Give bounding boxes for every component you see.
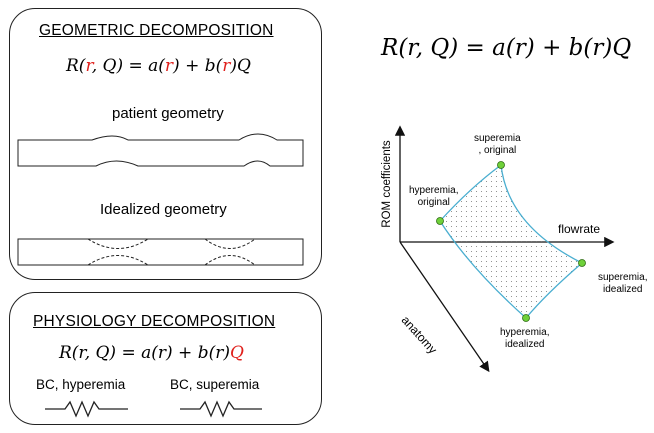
bc-superemia-label: BC, superemia <box>170 377 260 392</box>
label-superemia-original: superemia, original <box>474 133 521 156</box>
point-hyperemia-original <box>436 217 444 225</box>
geometric-equation: R(r, Q) = a(r) + b(r)Q <box>66 56 251 76</box>
resistor-superemia <box>180 400 262 418</box>
patient-geometry-vessel <box>17 133 304 167</box>
point-superemia-idealized <box>578 259 586 267</box>
label-hyperemia-idealized: hyperemia,idealized <box>500 327 550 350</box>
idealized-stenosis-top-2 <box>204 238 256 249</box>
main-equation: R(r, Q) = a(r) + b(r)Q <box>381 35 632 61</box>
physiology-decomposition-panel <box>9 292 322 425</box>
bc-hyperemia-label: BC, hyperemia <box>36 377 126 392</box>
resistor-hyperemia <box>45 400 128 418</box>
idealized-stenosis-bottom-2 <box>204 255 256 266</box>
idealized-geometry-vessel <box>17 238 304 266</box>
y-axis-label: ROM coefficients <box>381 140 393 228</box>
physiology-equation: R(r, Q) = a(r) + b(r)Q <box>59 343 244 363</box>
idealized-stenosis-top-1 <box>87 238 149 249</box>
idealized-stenosis-bottom-1 <box>87 255 149 266</box>
x-axis-label: flowrate <box>558 222 601 236</box>
patient-geometry-label: patient geometry <box>112 105 224 122</box>
point-hyperemia-idealized <box>522 314 530 322</box>
z-axis <box>399 241 490 373</box>
idealized-geometry-label: Idealized geometry <box>100 201 227 218</box>
label-superemia-idealized: superemia,idealized <box>598 272 648 295</box>
geometric-heading: GEOMETRIC DECOMPOSITION <box>39 22 274 39</box>
label-hyperemia-original: hyperemia,original <box>409 185 459 208</box>
physiology-heading: PHYSIOLOGY DECOMPOSITION <box>33 313 276 330</box>
point-superemia-original <box>497 161 505 169</box>
